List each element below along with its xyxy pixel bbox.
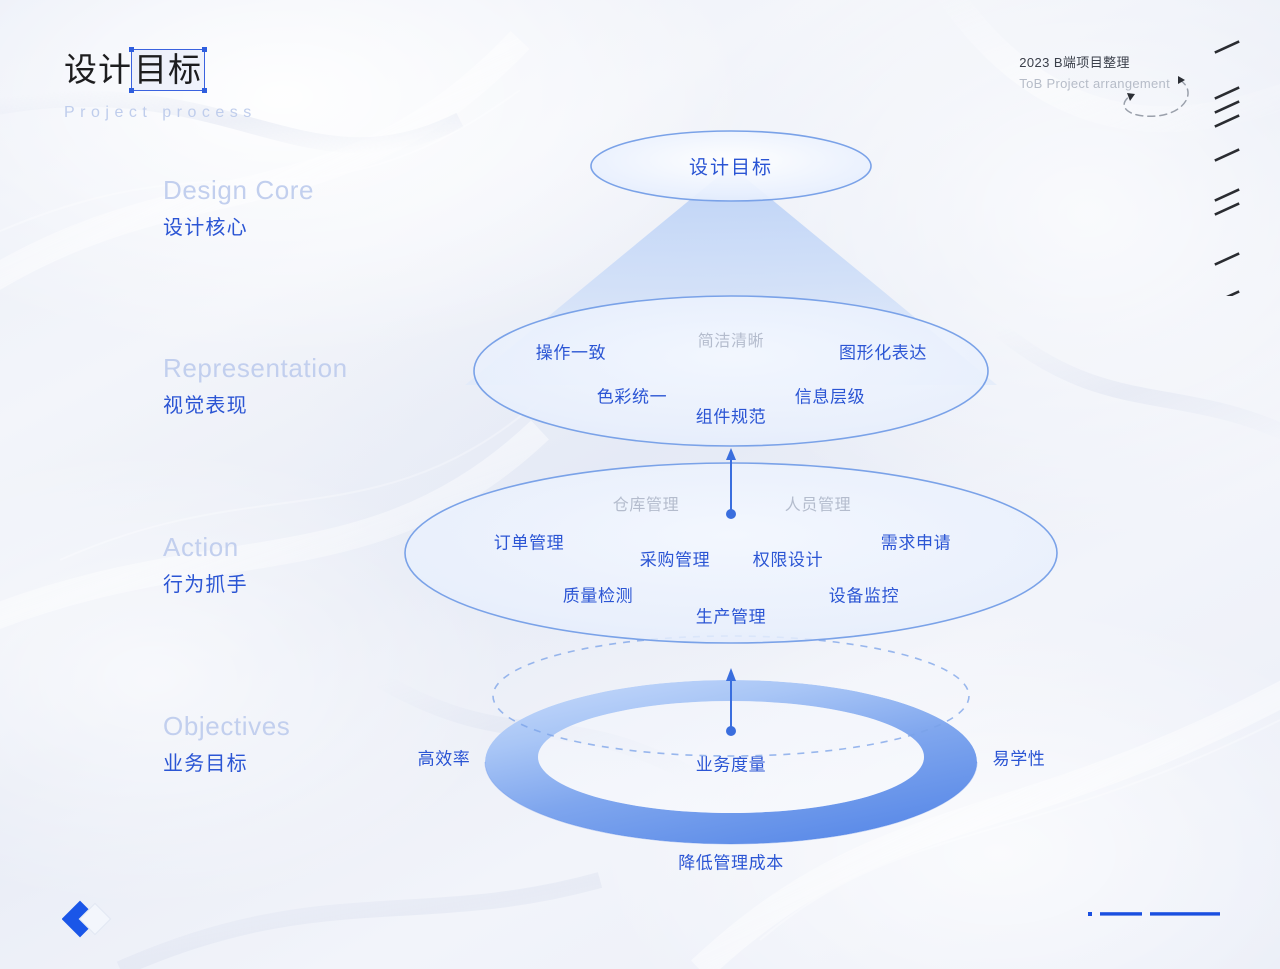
diamond-decoration bbox=[62, 900, 112, 938]
stage-en-action: Action bbox=[163, 532, 239, 562]
header-meta-line1: 2023 B端项目整理 bbox=[1019, 55, 1130, 70]
page-title-selected-text: 目标 bbox=[134, 51, 202, 88]
page-title-block: 设计目标 Project process bbox=[64, 47, 257, 122]
action-item-9: 生产管理 bbox=[695, 607, 767, 627]
objective-item-4: 降低管理成本 bbox=[678, 853, 784, 873]
selection-handle-top-left[interactable] bbox=[129, 47, 134, 52]
representation-item-1: 操作一致 bbox=[535, 343, 607, 363]
arrow-action-to-representation bbox=[726, 448, 736, 519]
selection-handle-bottom-right[interactable] bbox=[202, 88, 207, 93]
selection-handle-bottom-left[interactable] bbox=[129, 88, 134, 93]
stage-en-objectives: Objectives bbox=[163, 711, 291, 741]
outline-diamond bbox=[78, 902, 112, 936]
stage-label-objectives: Objectives 业务目标 bbox=[163, 712, 290, 776]
stage-en-design-core: Design Core bbox=[163, 175, 315, 205]
objectives-ring bbox=[484, 680, 978, 845]
header-meta: 2023 B端项目整理 ToB Project arrangement bbox=[1019, 52, 1170, 91]
action-item-2: 人员管理 bbox=[784, 497, 852, 514]
objective-item-3: 易学性 bbox=[992, 749, 1046, 769]
stage-cn-representation: 视觉表现 bbox=[163, 395, 248, 418]
representation-item-4: 色彩统一 bbox=[596, 387, 668, 407]
stage-en-representation: Representation bbox=[163, 353, 348, 383]
decorative-tick-marks bbox=[1214, 40, 1240, 296]
bottom-rule-decoration bbox=[1088, 912, 1220, 916]
action-item-3: 订单管理 bbox=[493, 533, 565, 553]
stage-label-action: Action 行为抓手 bbox=[163, 533, 248, 597]
page-title-selection[interactable]: 目标 bbox=[129, 47, 207, 93]
page-title: 设计目标 bbox=[64, 47, 257, 93]
rule-dot bbox=[1088, 912, 1092, 916]
rule-long-line bbox=[1150, 912, 1220, 916]
action-item-8: 设备监控 bbox=[828, 586, 900, 606]
page-title-plain: 设计 bbox=[64, 51, 132, 88]
objective-item-1: 高效率 bbox=[417, 749, 471, 769]
action-item-6: 需求申请 bbox=[880, 533, 952, 553]
representation-ellipse bbox=[473, 295, 989, 447]
stage-cn-objectives: 业务目标 bbox=[163, 753, 248, 776]
stage-cn-design-core: 设计核心 bbox=[163, 217, 248, 240]
stage-label-design-core: Design Core 设计核心 bbox=[163, 176, 314, 240]
representation-item-6: 组件规范 bbox=[695, 407, 767, 427]
page-subtitle: Project process bbox=[64, 104, 257, 121]
representation-item-2: 简洁清晰 bbox=[697, 333, 765, 350]
action-item-4: 采购管理 bbox=[639, 550, 711, 570]
representation-item-3: 图形化表达 bbox=[839, 343, 927, 363]
apex-label: 设计目标 bbox=[688, 157, 774, 179]
objective-item-2: 业务度量 bbox=[695, 755, 767, 775]
action-item-5: 权限设计 bbox=[752, 550, 824, 570]
apex-ellipse bbox=[590, 130, 872, 202]
dashed-projection-ellipse bbox=[492, 635, 970, 757]
curved-loop-arrow-icon bbox=[1123, 76, 1189, 117]
rule-short-line bbox=[1100, 912, 1142, 916]
stage-cn-action: 行为抓手 bbox=[163, 574, 248, 597]
representation-item-5: 信息层级 bbox=[794, 387, 866, 407]
stage-label-representation: Representation 视觉表现 bbox=[163, 354, 348, 418]
selection-handle-top-right[interactable] bbox=[202, 47, 207, 52]
action-item-7: 质量检测 bbox=[562, 586, 634, 606]
arrow-objectives-to-action bbox=[726, 668, 736, 736]
header-meta-line2: ToB Project arrangement bbox=[1019, 76, 1170, 91]
action-item-1: 仓库管理 bbox=[612, 497, 680, 514]
